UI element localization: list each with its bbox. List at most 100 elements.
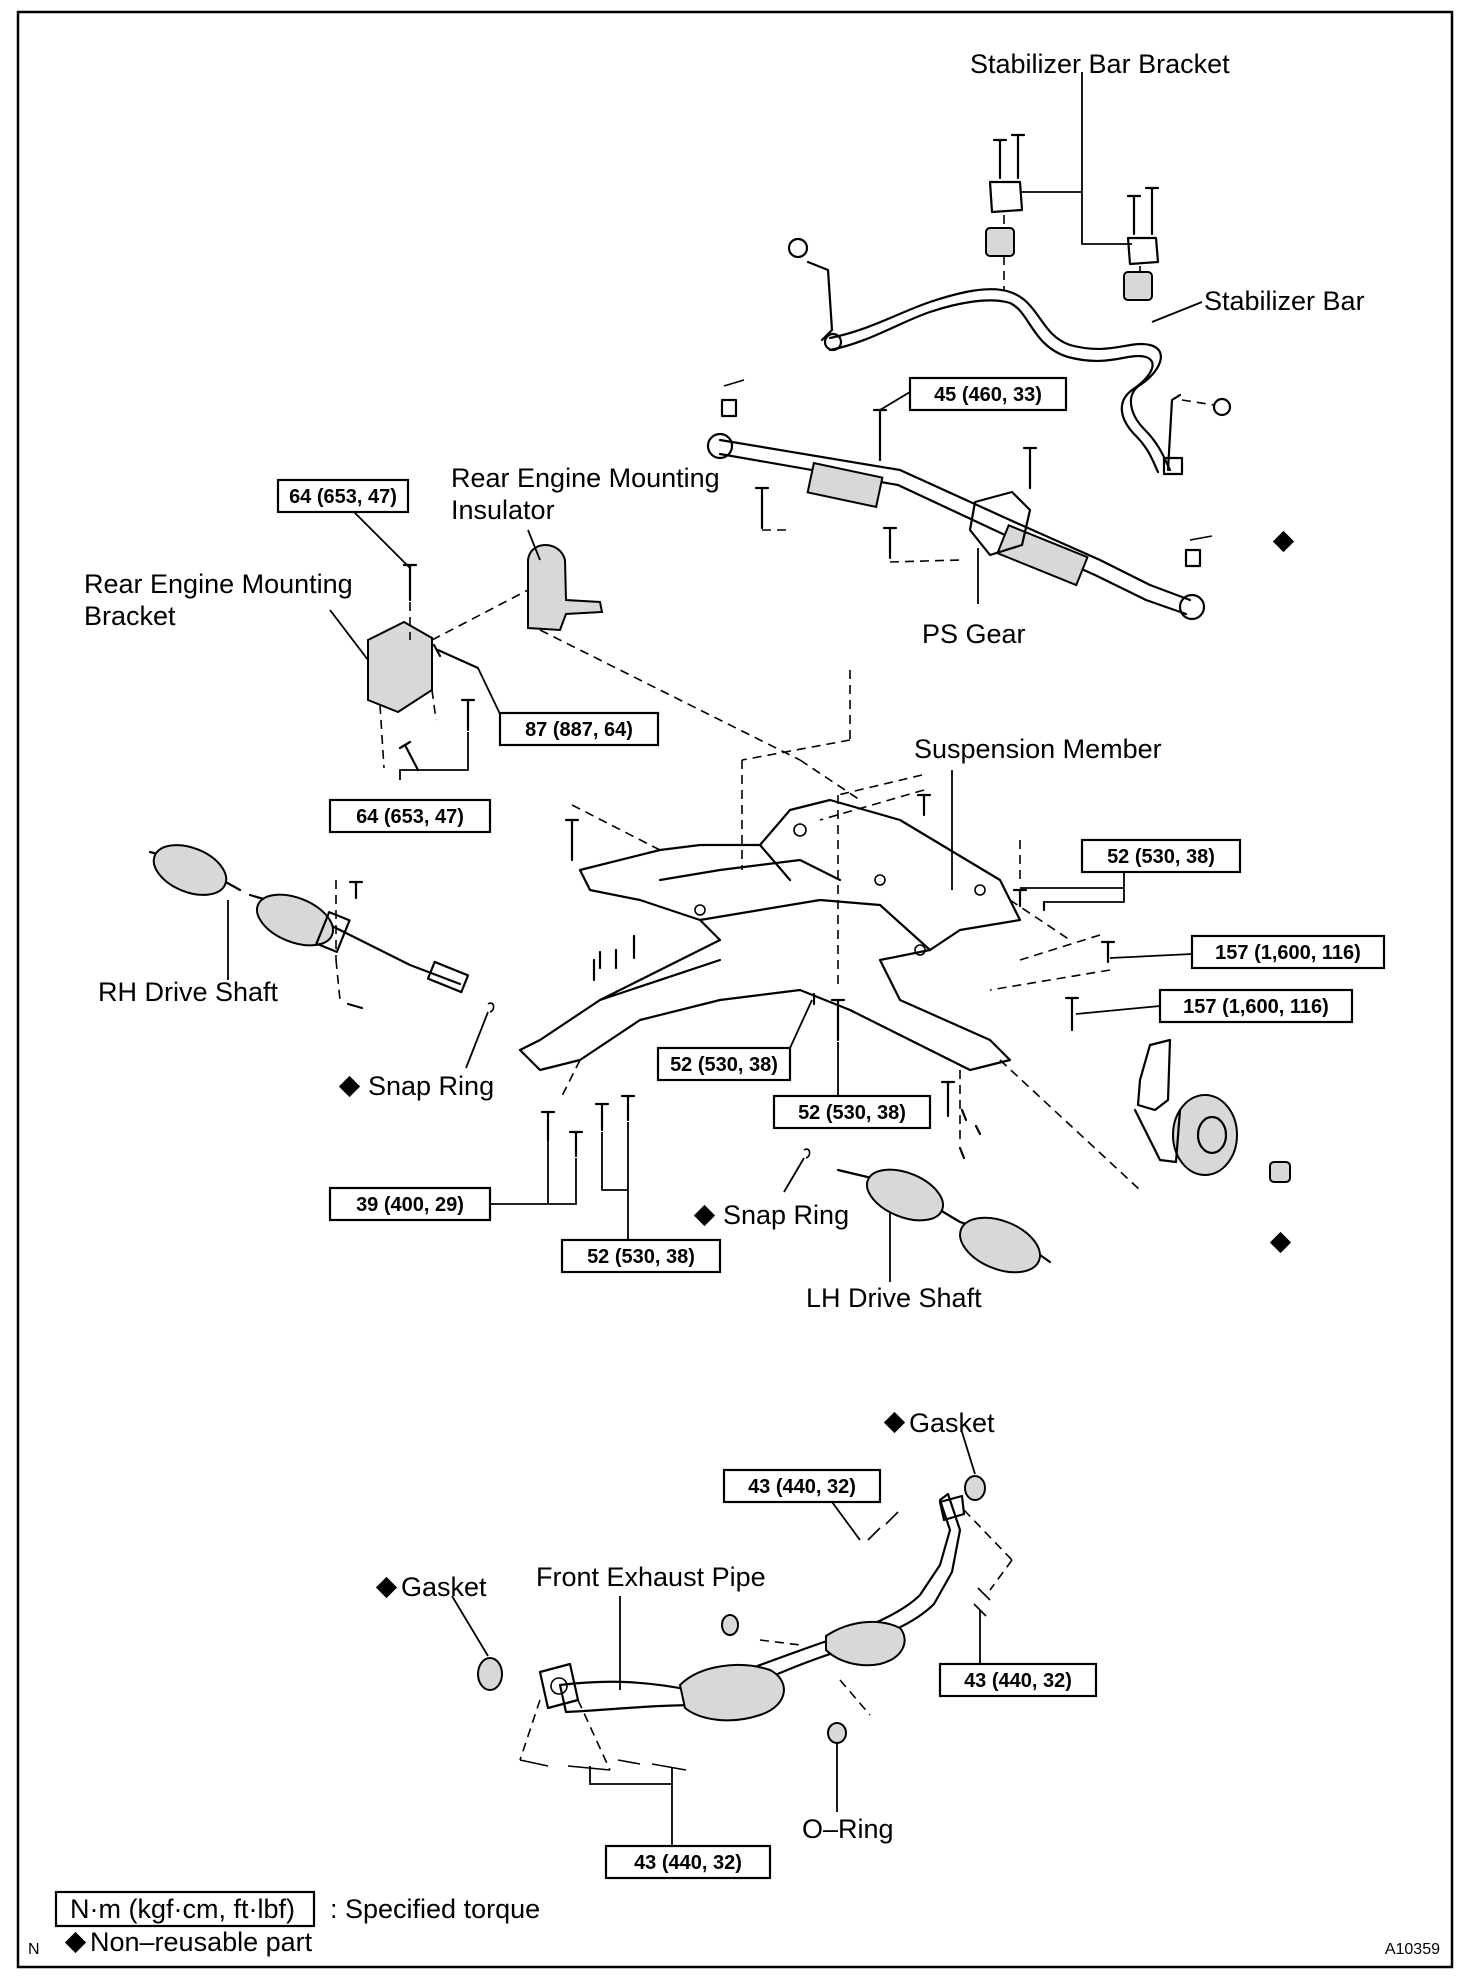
rear-engine-mounting-insulator bbox=[527, 544, 604, 632]
rear-engine-mounting-group bbox=[367, 544, 861, 801]
steering-boot-right bbox=[996, 524, 1089, 587]
label-gasket-left: Gasket bbox=[401, 1572, 487, 1602]
legend-torque-unit: N·m (kgf·cm, ft·lbf) bbox=[70, 1894, 295, 1924]
legend-torque-box bbox=[54, 1890, 316, 1928]
o-ring-part bbox=[827, 1722, 847, 1744]
legend: N·m (kgf·cm, ft·lbf) : Specified torque … bbox=[54, 1890, 540, 1957]
gasket-top-part bbox=[964, 1475, 986, 1501]
torque-spec-64-lower: 64 (653, 47) bbox=[328, 798, 492, 834]
catalytic-converter bbox=[678, 1664, 785, 1722]
svg-text:157 (1,600, 116): 157 (1,600, 116) bbox=[1183, 996, 1329, 1018]
rh-outer-boot bbox=[152, 844, 228, 896]
svg-text:64 (653, 47): 64 (653, 47) bbox=[356, 806, 464, 828]
label-stabilizer-bar: Stabilizer Bar bbox=[1204, 286, 1365, 316]
ps-gear-group bbox=[706, 379, 1213, 621]
stabilizer-bracket-right bbox=[1126, 236, 1160, 266]
rear-engine-mounting-bracket bbox=[367, 620, 433, 714]
torque-spec-43-right: 43 (440, 32) bbox=[938, 1662, 1098, 1698]
svg-text:43 (440, 32): 43 (440, 32) bbox=[748, 1476, 856, 1498]
lh-outer-boot bbox=[959, 1216, 1041, 1274]
corner-mark: N bbox=[28, 1941, 40, 1958]
svg-text:39 (400, 29): 39 (400, 29) bbox=[356, 1194, 464, 1216]
non-reusable-diamond bbox=[1269, 1231, 1292, 1254]
svg-text:87 (887, 64): 87 (887, 64) bbox=[525, 719, 633, 741]
torque-spec-64-upper: 64 (653, 47) bbox=[276, 478, 410, 514]
label-suspension-member: Suspension Member bbox=[914, 734, 1162, 764]
knuckle-nut bbox=[1269, 1161, 1291, 1183]
label-o-ring: O–Ring bbox=[802, 1814, 894, 1844]
torque-spec-157-upper: 157 (1,600, 116) bbox=[1190, 934, 1386, 970]
rh-snap-ring-part bbox=[487, 1002, 495, 1013]
label-rear-engine-mounting-bracket-2: Bracket bbox=[84, 601, 176, 631]
label-gasket-top: Gasket bbox=[909, 1408, 995, 1438]
exhaust-flange-front bbox=[538, 1662, 580, 1710]
torque-spec-157-lower: 157 (1,600, 116) bbox=[1158, 988, 1354, 1024]
svg-text:52 (530, 38): 52 (530, 38) bbox=[1107, 846, 1215, 868]
rh-drive-shaft-group bbox=[148, 844, 495, 1013]
non-reusable-diamond bbox=[693, 1204, 716, 1227]
figure-id: A10359 bbox=[1385, 1941, 1440, 1958]
svg-text:157 (1,600, 116): 157 (1,600, 116) bbox=[1215, 942, 1361, 964]
steering-knuckle-group bbox=[1133, 1038, 1291, 1183]
stabilizer-link-right bbox=[1166, 393, 1182, 472]
legend-non-reusable: Non–reusable part bbox=[90, 1927, 313, 1957]
page-frame bbox=[16, 10, 1454, 1969]
brake-disc bbox=[1172, 1094, 1238, 1176]
svg-text:52 (530, 38): 52 (530, 38) bbox=[587, 1246, 695, 1268]
label-stabilizer-bar-bracket: Stabilizer Bar Bracket bbox=[970, 49, 1230, 79]
stabilizer-bar bbox=[828, 288, 1172, 472]
lh-inner-boot bbox=[866, 1168, 944, 1222]
ps-gear-housing bbox=[968, 490, 1032, 557]
non-reusable-diamond bbox=[338, 1075, 361, 1098]
suspension-member-group bbox=[518, 670, 1141, 1191]
gasket-left-part bbox=[477, 1657, 503, 1691]
non-reusable-diamond bbox=[375, 1576, 398, 1599]
label-rh-drive-shaft: RH Drive Shaft bbox=[98, 977, 279, 1007]
legend-diamond bbox=[64, 1931, 87, 1954]
label-rear-engine-mounting-insulator-1: Rear Engine Mounting bbox=[451, 463, 720, 493]
label-snap-ring-lh: Snap Ring bbox=[723, 1200, 849, 1230]
torque-spec-52-mid-b: 52 (530, 38) bbox=[772, 1094, 932, 1130]
torque-spec-39: 39 (400, 29) bbox=[328, 1186, 492, 1222]
lh-snap-ring-part bbox=[803, 1148, 811, 1159]
svg-text:52 (530, 38): 52 (530, 38) bbox=[798, 1102, 906, 1124]
steering-rack bbox=[718, 438, 1192, 602]
torque-spec-52-mid-a: 52 (530, 38) bbox=[656, 1046, 792, 1082]
label-ps-gear: PS Gear bbox=[922, 619, 1026, 649]
label-rear-engine-mounting-bracket-1: Rear Engine Mounting bbox=[84, 569, 353, 599]
label-rear-engine-mounting-insulator-2: Insulator bbox=[451, 495, 555, 525]
stabilizer-link-left bbox=[806, 260, 834, 342]
torque-spec-43-bottom: 43 (440, 32) bbox=[604, 1844, 772, 1880]
legend-torque-desc: : Specified torque bbox=[330, 1894, 540, 1924]
torque-spec-45: 45 (460, 33) bbox=[908, 376, 1068, 412]
suspension-member bbox=[518, 798, 1022, 1072]
non-reusable-diamond bbox=[1272, 530, 1295, 553]
torque-spec-52-right: 52 (530, 38) bbox=[1080, 838, 1242, 874]
front-exhaust-pipe-group bbox=[477, 1475, 1013, 1771]
exhaust-muffler bbox=[825, 1620, 906, 1667]
steering-knuckle bbox=[1136, 1038, 1172, 1112]
non-reusable-diamond bbox=[883, 1411, 906, 1434]
tie-rod-end-right bbox=[1178, 593, 1206, 621]
lh-drive-shaft-group bbox=[803, 1148, 1052, 1274]
stabilizer-bar-group bbox=[787, 133, 1232, 476]
stabilizer-bushing-right bbox=[1123, 271, 1153, 301]
svg-text:45 (460, 33): 45 (460, 33) bbox=[934, 384, 1042, 406]
svg-text:52 (530, 38): 52 (530, 38) bbox=[670, 1054, 778, 1076]
svg-text:64 (653, 47): 64 (653, 47) bbox=[289, 486, 397, 508]
rh-inner-boot bbox=[256, 893, 334, 947]
exhaust-flange-rear bbox=[938, 1494, 966, 1522]
torque-spec-87: 87 (887, 64) bbox=[498, 711, 660, 747]
tie-rod-end-left bbox=[706, 432, 734, 460]
leader-lines bbox=[227, 72, 1203, 1846]
label-snap-ring-rh: Snap Ring bbox=[368, 1071, 494, 1101]
torque-spec-52-bottom: 52 (530, 38) bbox=[560, 1238, 722, 1274]
svg-text:43 (440, 32): 43 (440, 32) bbox=[634, 1852, 742, 1874]
steering-boot-left bbox=[806, 461, 884, 509]
torque-spec-43-top: 43 (440, 32) bbox=[722, 1468, 882, 1504]
svg-text:43 (440, 32): 43 (440, 32) bbox=[964, 1670, 1072, 1692]
stabilizer-bushing-left bbox=[985, 227, 1015, 257]
label-lh-drive-shaft: LH Drive Shaft bbox=[806, 1283, 982, 1313]
label-front-exhaust-pipe: Front Exhaust Pipe bbox=[536, 1562, 766, 1592]
